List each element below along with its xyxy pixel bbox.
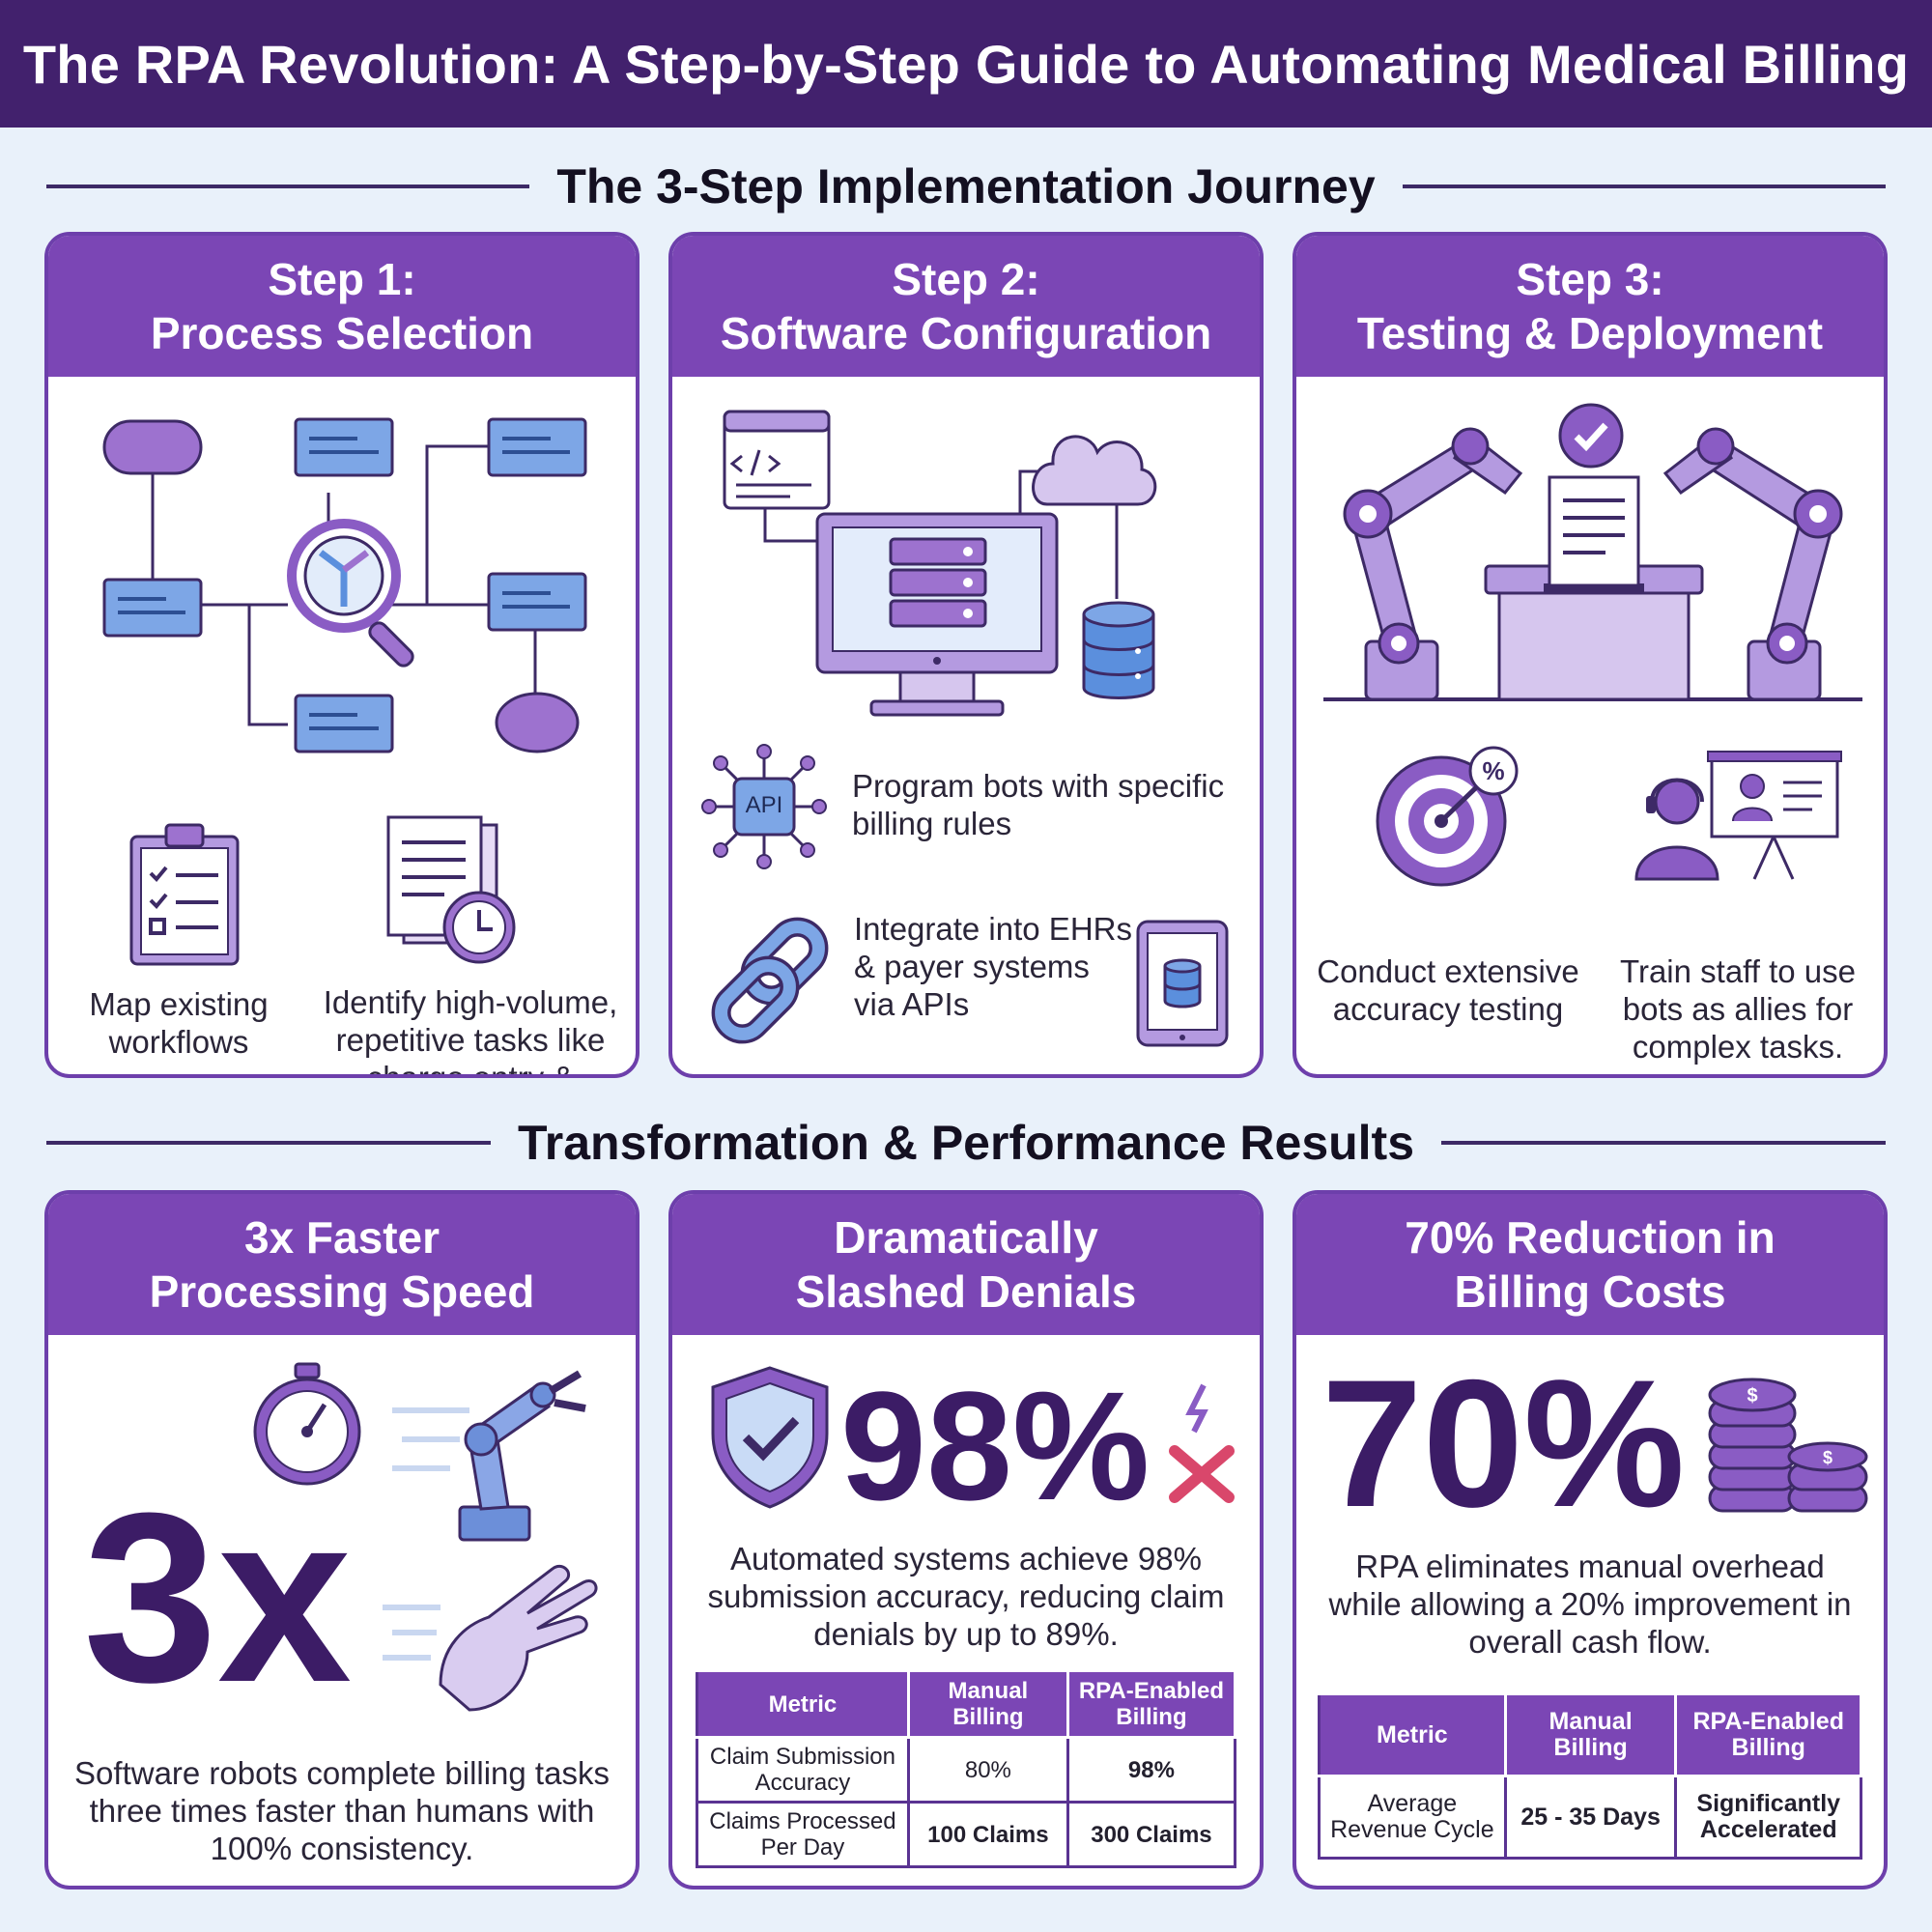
result-heading: Dramatically [834,1212,1098,1263]
table-header: Metric [696,1669,910,1739]
table-cell: Average Revenue Cycle [1318,1775,1507,1860]
step-2-item-1: Program bots with specific billing rules [852,768,1225,841]
monitor-server-icon [763,469,1119,717]
table-row: Claims Processed Per Day 100 Claims 300 … [696,1801,1237,1868]
step-card-1-header: Step 1: Process Selection [48,236,636,377]
step-name: Testing & Deployment [1356,308,1824,358]
result-card-speed-header: 3x Faster Processing Speed [48,1194,636,1335]
divider [1402,185,1886,188]
clipboard-checklist-icon [129,823,240,966]
step-3-item-2: Train staff to use bots as allies for co… [1620,953,1856,1065]
magnifier-icon [287,519,414,668]
step-number: Step 2: [892,254,1040,304]
step-1-item-2: Identify high-volume, repetitive tasks l… [323,984,618,1078]
section-title-results-text: Transformation & Performance Results [517,1116,1415,1170]
svg-text:$: $ [1823,1448,1833,1467]
divider [46,1141,491,1145]
svg-text:%: % [1482,756,1504,785]
result-costs-caption: RPA eliminates manual overhead while all… [1328,1548,1852,1660]
stopwatch-icon [253,1362,361,1486]
step-3-item-1: Conduct extensive accuracy testing [1317,953,1579,1027]
denials-metric-table: Metric Manual Billing RPA-Enabled Billin… [696,1669,1237,1868]
step-card-1: Step 1: Process Selection [44,232,639,1078]
database-icon [1082,601,1155,699]
result-card-costs-body: 70% $ $ RPA eliminates manual overhead w… [1296,1335,1884,1886]
result-heading: Billing Costs [1454,1266,1726,1317]
result-denials-caption: Automated systems achieve 98% submission… [707,1541,1225,1652]
documents-clock-icon [386,815,516,964]
table-cell: 100 Claims [906,1801,1069,1868]
svg-text:$: $ [1747,1385,1757,1406]
result-card-speed: 3x Faster Processing Speed 3x Software r… [44,1190,639,1889]
table-cell: Significantly Accelerated [1674,1775,1862,1860]
table-header: RPA-Enabled Billing [1065,1669,1237,1739]
step-2-item-2: Integrate into EHRs & payer systems via … [854,911,1132,1022]
section-title-journey: The 3-Step Implementation Journey [46,153,1886,220]
result-card-costs: 70% Reduction in Billing Costs 70% $ $ R… [1293,1190,1888,1889]
table-cell: Claim Submission Accuracy [696,1736,910,1804]
api-chip-icon [701,744,827,869]
step-card-1-body: Map existing workflows Identify high-vol… [48,377,636,1078]
step-number: Step 1: [268,254,416,304]
result-heading: 70% Reduction in [1405,1212,1776,1263]
tablet-database-icon [1136,920,1229,1047]
big-stat-3x: 3x [83,1463,353,1732]
step-card-3-header: Step 3: Testing & Deployment [1296,236,1884,377]
table-header: Metric [1318,1692,1507,1777]
step-card-3-body: % Conduct extensive accuracy testing Tra… [1296,377,1884,1074]
code-window-icon [723,410,831,510]
table-cell: 98% [1065,1736,1237,1804]
page-title: The RPA Revolution: A Step-by-Step Guide… [22,33,1910,95]
big-stat-98: 98% [840,1359,1151,1532]
shield-check-icon [711,1366,829,1509]
result-card-denials-header: Dramatically Slashed Denials [672,1194,1260,1335]
step-card-3: Step 3: Testing & Deployment [1293,232,1888,1078]
result-card-costs-header: 70% Reduction in Billing Costs [1296,1194,1884,1335]
table-row: Claim Submission Accuracy 80% 98% [696,1736,1237,1804]
table-row: Average Revenue Cycle 25 - 35 Days Signi… [1318,1775,1862,1860]
lightning-x-icon [1169,1383,1235,1503]
cloud-icon [1032,435,1157,506]
trainer-presentation-icon [1634,751,1842,881]
divider [46,185,530,188]
section-title-journey-text: The 3-Step Implementation Journey [556,159,1376,213]
table-cell: 300 Claims [1065,1801,1237,1868]
robot-arms-icon [1323,427,1862,701]
step-card-2-body: API Program bots with specific billing r… [672,377,1260,1074]
coin-stack-icon: $ $ [1708,1378,1868,1513]
flowchart-icon [102,417,587,753]
step-card-2-header: Step 2: Software Configuration [672,236,1260,377]
step-1-item-1: Map existing workflows [89,986,269,1060]
section-title-results: Transformation & Performance Results [46,1109,1886,1177]
table-cell: Claims Processed Per Day [696,1801,910,1868]
result-card-denials: Dramatically Slashed Denials 98% Automat… [668,1190,1264,1889]
result-card-denials-body: 98% Automated systems achieve 98% submis… [672,1335,1260,1886]
result-heading: Processing Speed [149,1266,535,1317]
target-percent-icon: % [1376,746,1519,887]
divider [1441,1141,1886,1145]
title-banner: The RPA Revolution: A Step-by-Step Guide… [0,0,1932,128]
step-name: Software Configuration [720,308,1212,358]
table-header: Manual Billing [1503,1692,1678,1777]
table-cell: 25 - 35 Days [1503,1775,1678,1860]
chain-link-icon [711,917,829,1044]
hand-icon [383,1564,598,1712]
costs-metric-table: Metric Manual Billing RPA-Enabled Billin… [1318,1692,1862,1860]
step-card-2: Step 2: Software Configuration [668,232,1264,1078]
result-heading: 3x Faster [243,1212,440,1263]
step-name: Process Selection [150,308,534,358]
result-heading: Slashed Denials [795,1266,1137,1317]
result-card-speed-body: 3x Software robots complete billing task… [48,1335,636,1886]
api-label: API [745,792,783,818]
table-cell: 80% [906,1736,1069,1804]
step-number: Step 3: [1516,254,1664,304]
table-header: RPA-Enabled Billing [1674,1692,1862,1777]
checkmark-badge-icon [1558,403,1624,469]
robot-arm-icon [392,1370,586,1542]
result-speed-caption: Software robots complete billing tasks t… [74,1755,610,1866]
table-header: Manual Billing [906,1669,1069,1739]
big-stat-70: 70% [1321,1342,1686,1545]
